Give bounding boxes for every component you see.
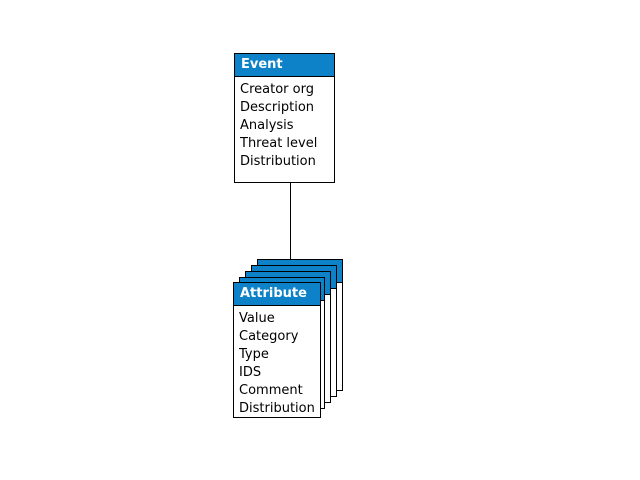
entity-card-event[interactable]: Event Creator org Description Analysis T… bbox=[234, 53, 335, 183]
entity-field-list-event: Creator org Description Analysis Threat … bbox=[235, 77, 334, 175]
entity-field: Category bbox=[239, 329, 299, 344]
entity-field: IDS bbox=[239, 365, 262, 380]
entity-field: Distribution bbox=[240, 154, 316, 169]
entity-card-attribute[interactable]: Attribute Value Category Type IDS Commen… bbox=[233, 282, 321, 418]
entity-field: Threat level bbox=[240, 136, 318, 151]
entity-field: Type bbox=[239, 347, 269, 362]
entity-field: Analysis bbox=[240, 118, 294, 133]
entity-field: Comment bbox=[239, 383, 303, 398]
entity-field: Creator org bbox=[240, 82, 314, 97]
entity-field: Value bbox=[239, 311, 275, 326]
entity-title-event: Event bbox=[235, 54, 334, 77]
entity-field: Distribution bbox=[239, 401, 315, 416]
connector-event-to-attribute bbox=[290, 183, 291, 262]
entity-title-attribute: Attribute bbox=[234, 283, 320, 306]
entity-stack-attribute: Attribute Value Category Type IDS Commen… bbox=[233, 259, 353, 419]
entity-field: Description bbox=[240, 100, 315, 115]
entity-field-list-attribute: Value Category Type IDS Comment Distribu… bbox=[234, 306, 320, 422]
